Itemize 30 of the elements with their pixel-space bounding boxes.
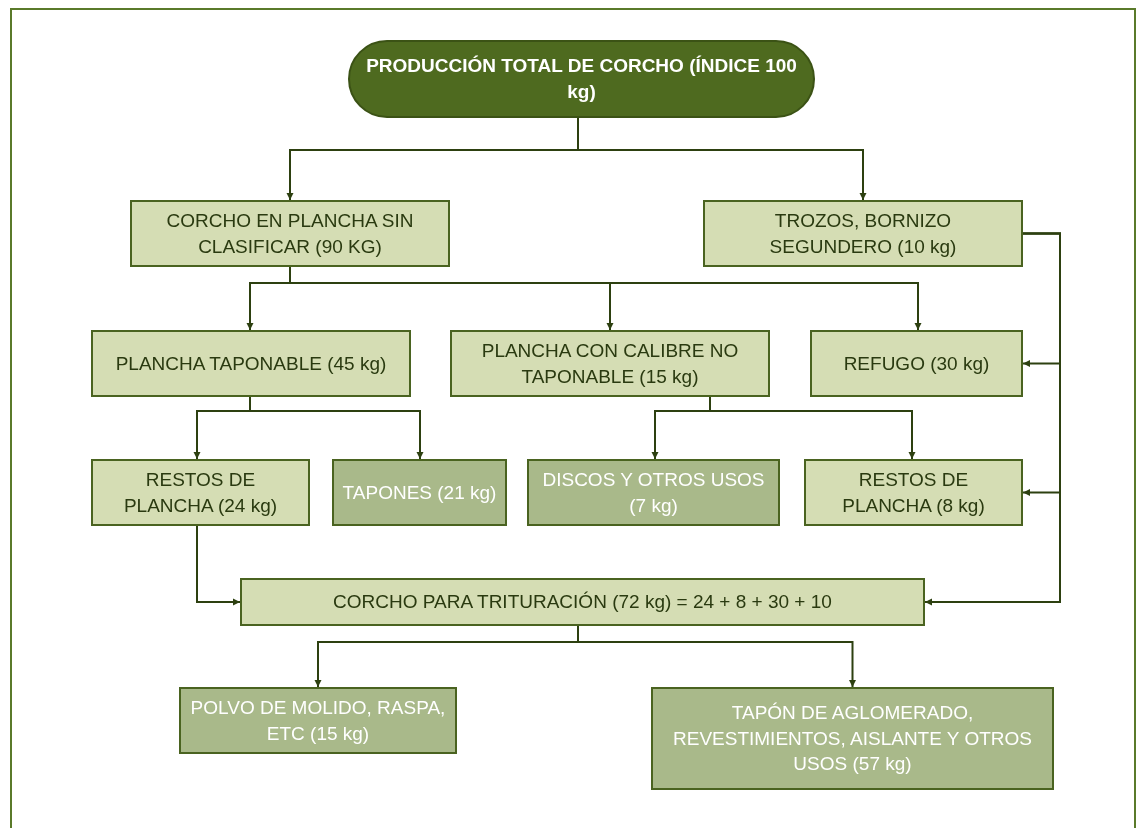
output-box — [179, 687, 457, 754]
arrow — [577, 625, 856, 688]
process-box — [804, 459, 1023, 526]
node-label: TAPONES (21 kg) — [342, 480, 497, 505]
output-box — [332, 459, 507, 526]
node-label: PLANCHA TAPONABLE (45 kg) — [115, 351, 387, 376]
node-label: CORCHO EN PLANCHA SIN CLASIFICAR (90 KG) — [165, 208, 415, 259]
process-box — [240, 578, 925, 626]
process-box — [703, 200, 1023, 267]
process-box — [91, 330, 411, 397]
node-label: REFUGO (30 kg) — [843, 351, 990, 376]
node-label: TAPÓN DE AGLOMERADO, REVESTIMIENTOS, AISLANTE Y OTROS USOS (57 kg) — [672, 701, 1033, 777]
arrow — [196, 525, 241, 606]
node-label: PLANCHA CON CALIBRE NO TAPONABLE (15 kg) — [480, 338, 740, 389]
process-box — [810, 330, 1023, 397]
process-box — [91, 459, 310, 526]
output-box — [651, 687, 1054, 790]
arrow — [709, 396, 916, 460]
output-box — [527, 459, 780, 526]
process-box — [450, 330, 770, 397]
node-label: PRODUCCIÓN TOTAL DE CORCHO (ÍNDICE 100 kg) — [365, 54, 798, 104]
node-label: POLVO DE MOLIDO, RASPA, ETC (15 kg) — [189, 695, 447, 746]
process-box — [130, 200, 450, 267]
node-label: CORCHO PARA TRITURACIÓN (72 kg) = 24 + 8 + 30 + 10 — [333, 590, 832, 615]
node-label: DISCOS Y OTROS USOS (7 kg) — [541, 467, 766, 518]
node-label: RESTOS DE PLANCHA (24 kg) — [122, 467, 279, 518]
node-label: TROZOS, BORNIZO SEGUNDERO (10 kg) — [768, 208, 958, 259]
node-label: RESTOS DE PLANCHA (8 kg) — [841, 467, 986, 518]
arrow — [577, 117, 867, 201]
arrow — [924, 232, 1061, 606]
